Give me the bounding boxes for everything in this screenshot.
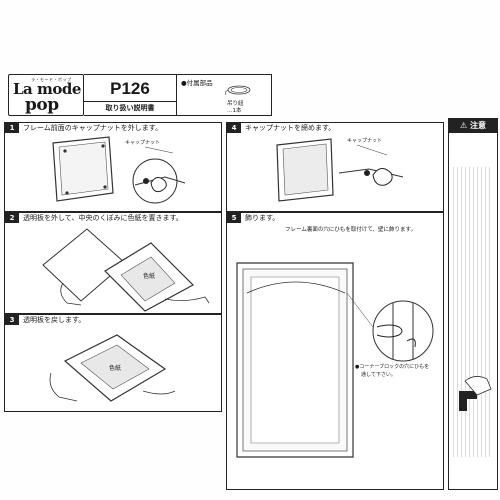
step-4-panel: 4 キャップナットを締めます。 キャップナット [226,122,444,212]
step-1-label: キャップナット [125,140,161,146]
parts-label: ●付属部品 [181,79,213,87]
step-2-panel: 2 透明板を外して、中央のくぼみに色紙を置きます。 色紙 [4,212,222,314]
product-code: P126 [110,79,150,98]
document-title: 取り扱い説明書 [105,104,155,112]
warning-triangle-icon: ⚠ [460,121,468,130]
product-box: P126 取り扱い説明書 [84,74,177,116]
included-parts: ●付属部品 吊り紐 …1本 [176,74,272,116]
hand-illustration-icon [459,376,492,411]
step-3-illustration [49,334,176,402]
step-5-note-line2: 通して下さい。 [361,372,396,378]
step-5-number: 5 [227,213,241,223]
step-5-subtext: フレーム裏面の穴にひもを取付けて、壁に飾ります。 [285,227,417,233]
step-3-text: 透明板を戻します。 [23,316,86,324]
brand-line2: pop [25,95,59,115]
caution-header: ⚠ 注意 [449,119,497,133]
step-5-note-line1: ●コーナーブロックの穴にひもを [355,364,430,370]
caution-title: 注意 [469,121,486,130]
parts-qty: …1本 [227,108,242,114]
step-4-text: キャップナットを締めます。 [245,124,336,132]
brand-logo: ラ・モード・ポップ La mode pop [8,74,84,116]
caution-panel: ⚠ 注意 [448,118,498,490]
step-3-panel: 3 透明板を戻します。 色紙 [4,314,222,412]
step-2-text: 透明板を外して、中央のくぼみに色紙を置きます。 [23,214,183,222]
step-1-number: 1 [5,123,19,133]
step-5-panel: 5 飾ります。 フレーム裏面の穴にひもを取付けて、壁に飾ります。 ●コーナーブロ… [226,212,444,490]
step-4-label: キャップナット [347,138,383,144]
step-2-illustration [42,228,210,312]
step-3-colored-paper-label: 色紙 [109,365,122,372]
step-2-colored-paper-label: 色紙 [143,273,156,280]
string-icon [225,85,251,96]
parts-item: 吊り紐 [227,101,244,107]
step-4-illustration [276,138,404,202]
step-3-number: 3 [5,315,19,325]
step-4-number: 4 [227,123,241,133]
step-5-illustration [236,262,434,458]
step-5-text: 飾ります。 [245,214,280,222]
step-2-number: 2 [5,213,19,223]
brand-kana: ラ・モード・ポップ [31,77,72,82]
step-1-panel: 1 フレーム前面のキャップナットを外します。 キャップナット [4,122,222,212]
step-1-text: フレーム前面のキャップナットを外します。 [23,124,163,132]
step-1-illustration [52,136,186,204]
brand-line1: La mode [13,80,81,98]
divider [84,101,176,102]
